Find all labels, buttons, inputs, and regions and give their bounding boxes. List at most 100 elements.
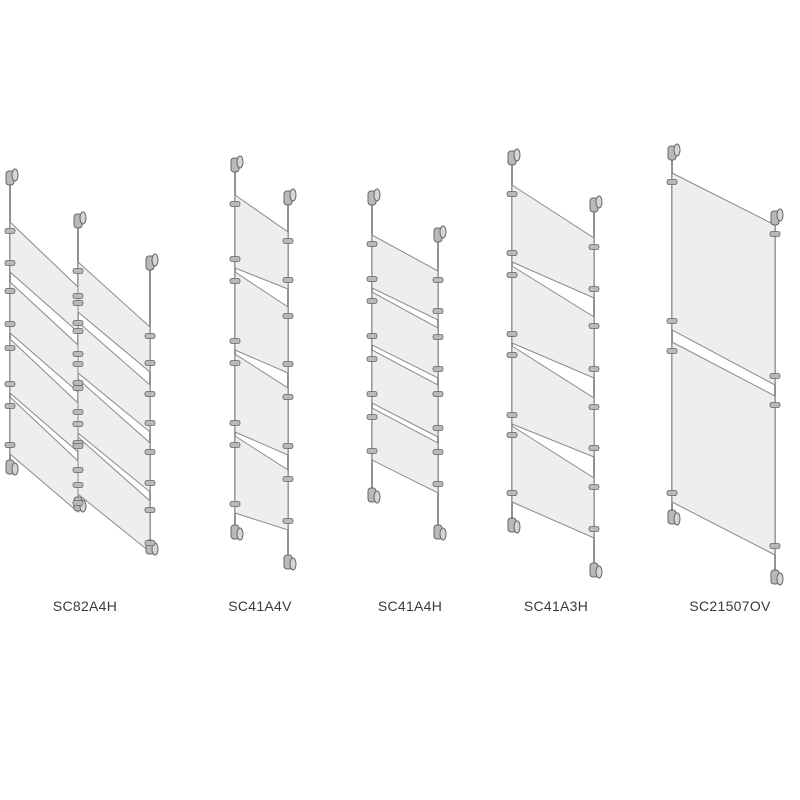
panel-grip [282, 443, 294, 449]
panel-grip [666, 179, 678, 185]
panel-grip [4, 403, 16, 409]
ceiling-fixing-cap [776, 208, 784, 222]
panel-grip [366, 241, 378, 247]
panel-grip [432, 391, 444, 397]
panel-grip [506, 490, 518, 496]
acrylic-panel [234, 194, 289, 290]
panels-layer [9, 172, 776, 556]
product-label-sc41a4v: SC41A4V [228, 598, 292, 614]
floor-fixing-cap [595, 565, 603, 579]
panel-grip [432, 449, 444, 455]
acrylic-panel [511, 345, 595, 458]
panel-grip [432, 277, 444, 283]
floor-fixing-cap [439, 527, 447, 541]
panel-grip [588, 484, 600, 490]
panel-grip [72, 380, 84, 386]
acrylic-panel [511, 184, 595, 299]
floor-fixing-cap [289, 557, 297, 571]
ceiling-fixing [230, 155, 244, 173]
panel-grip [229, 360, 241, 366]
acrylic-panel [371, 349, 439, 438]
ceiling-fixing-cap [289, 188, 297, 202]
panel-grip [72, 482, 84, 488]
panel-grip [769, 543, 781, 549]
panel-grip [229, 278, 241, 284]
panel-grip [72, 320, 84, 326]
acrylic-panel [371, 234, 439, 321]
floor-fixing-cap [373, 490, 381, 504]
floor-fixing [283, 554, 297, 571]
ceiling-fixing-cap [236, 155, 244, 169]
panel-grip [144, 333, 156, 339]
panel-grip [432, 308, 444, 314]
acrylic-panel [234, 353, 289, 456]
panel-grip [366, 298, 378, 304]
panel-grip [229, 501, 241, 507]
panel-grip [72, 385, 84, 391]
panel-grip [366, 448, 378, 454]
panel-grip [144, 420, 156, 426]
panel-grip [282, 394, 294, 400]
panel-grip [4, 228, 16, 234]
ceiling-fixing [667, 143, 681, 161]
floor-fixing [5, 459, 19, 476]
panel-grip [432, 481, 444, 487]
ceiling-fixing [73, 211, 87, 229]
panel-grip [588, 445, 600, 451]
panel-grip [366, 333, 378, 339]
panel-grip [506, 250, 518, 256]
ceiling-fixing [507, 148, 521, 166]
panel-grip [72, 328, 84, 334]
panel-grip [588, 286, 600, 292]
ceiling-fixing [283, 188, 297, 206]
fittings-layer [4, 143, 784, 586]
floor-fixing [507, 517, 521, 534]
panel-grip [366, 276, 378, 282]
panel-grip [769, 402, 781, 408]
acrylic-panel [511, 265, 595, 379]
floor-fixing [667, 509, 681, 526]
panel-grip [4, 321, 16, 327]
panel-grip [229, 256, 241, 262]
ceiling-fixing [770, 208, 784, 226]
panel-grip [432, 366, 444, 372]
panel-grip [229, 338, 241, 344]
ceiling-fixing [433, 225, 447, 243]
panel-grip [282, 277, 294, 283]
floor-fixing-cap [776, 572, 784, 586]
panel-grip [4, 345, 16, 351]
panel-grip [229, 442, 241, 448]
product-label-sc41a4h: SC41A4H [377, 598, 443, 614]
panel-grip [72, 293, 84, 299]
acrylic-panel [77, 377, 151, 494]
panel-grip [506, 432, 518, 438]
panel-grip [144, 360, 156, 366]
panel-grip [144, 449, 156, 455]
panel-grip [506, 191, 518, 197]
panel-grip [229, 420, 241, 426]
panel-grip [72, 409, 84, 415]
acrylic-panel [371, 407, 439, 494]
panel-grip [282, 313, 294, 319]
panel-grip [588, 244, 600, 250]
panel-grip [72, 361, 84, 367]
floor-fixing [433, 524, 447, 541]
panel-grip [666, 348, 678, 354]
panel-grip [366, 356, 378, 362]
floor-fixing-cap [236, 527, 244, 541]
panel-grip [588, 366, 600, 372]
panel-grip [282, 361, 294, 367]
acrylic-panel [671, 341, 776, 556]
panel-grip [282, 238, 294, 244]
panel-grip [588, 526, 600, 532]
panel-grip [144, 540, 156, 546]
panel-grip [506, 331, 518, 337]
acrylic-panel [371, 291, 439, 379]
panel-grip [72, 421, 84, 427]
panel-grip [144, 507, 156, 513]
product-label-sc82a4h: SC82A4H [52, 598, 118, 614]
floor-fixing [367, 487, 381, 504]
floor-fixing-cap [513, 520, 521, 534]
panel-grip [4, 442, 16, 448]
